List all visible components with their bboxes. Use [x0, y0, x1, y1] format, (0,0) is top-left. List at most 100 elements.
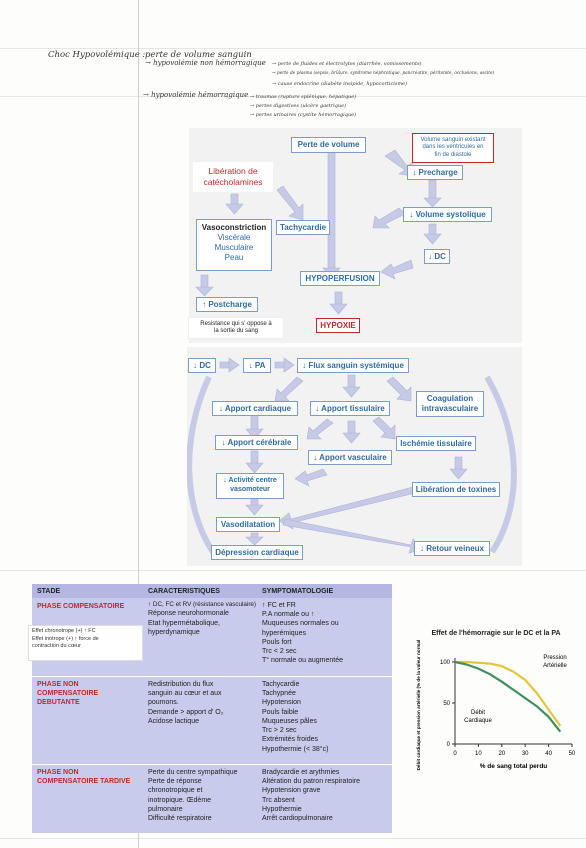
row-1-symp-5: Pouls fort: [262, 638, 292, 646]
annotation-cardiaque: Cardiaque: [464, 718, 492, 724]
box-apport-cardiaque: ↓ Apport cardiaque: [212, 401, 298, 416]
box-volume-systolique: ↓ Volume systolique: [403, 207, 492, 222]
x-tick-label: 50: [569, 751, 576, 757]
row-3-symptomatologie: Bradycardie et arythmies Altération du p…: [262, 768, 390, 823]
annotation-arterielle: Artérielle: [543, 663, 567, 669]
row-1-symp-6: Trc < 2 sec: [262, 648, 297, 656]
row-3-symp-5: Hypothermie: [262, 805, 302, 813]
activite-line-1: ↓ Activité centre: [223, 477, 277, 485]
box-tachycardie: Tachycardie: [276, 220, 330, 235]
row-1-char-1: ↑ DC, FC et RV (résistance vasculaire): [148, 601, 257, 608]
box-ischemie: Ischémie tissulaire: [396, 436, 476, 451]
x-tick-label: 0: [453, 751, 457, 757]
notes-title: Choc Hypovolémique :: [48, 50, 146, 60]
row-2-symp-7: Extrémités froides: [262, 736, 319, 744]
box-retour-veineux: ↓ Retour veineux: [414, 541, 490, 556]
notes-h-1: → traumas (rupture splénique, hépatique): [250, 94, 357, 100]
box-hypoxie: HYPOXIE: [316, 318, 360, 333]
row-2-symp-5: Muqueuses pâles: [262, 717, 317, 725]
stage-1: PHASE COMPENSATOIRE: [37, 603, 125, 610]
row-1-symptomatologie: ↑ FC et FR P.A normale ou ↑ Muqueuses no…: [262, 601, 390, 666]
stage-3-line-1: PHASE NON: [37, 769, 79, 776]
notes-h-2: → pertes digestives (ulcère gastrique): [250, 103, 347, 109]
box-depression-cardiaque: Dépression cardiaque: [211, 545, 303, 560]
row-1-char-3: Etat hypermétabolique,: [148, 619, 220, 627]
notes-nh-3: → cause endocrine (diabète insipide, hyp…: [272, 81, 408, 87]
notes-hypo-hemo: → hypovolémie hémorragique: [143, 91, 249, 99]
row-2-char-1: Redistribution du flux: [148, 681, 214, 688]
notes-definition: perte de volume sanguin: [145, 50, 252, 60]
row-1-symp-1: ↑ FC et FR: [262, 602, 296, 609]
vaso-peau: Peau: [224, 253, 244, 262]
series-line-1: [455, 660, 562, 727]
stage-3: PHASE NON COMPENSATOIRE TARDIVE: [37, 768, 130, 786]
volume-note-line-2: dans les ventricules en: [422, 144, 484, 151]
stage-3-line-2: COMPENSATOIRE TARDIVE: [37, 778, 131, 786]
row-3-caracteristiques: Perte du centre sympathique Perte de rép…: [148, 768, 260, 823]
row-2-char-5: Acidose lactique: [148, 717, 199, 725]
box-postcharge: ↑ Postcharge: [196, 297, 258, 312]
header-stade: STADE: [37, 588, 61, 595]
x-axis-label: % de sang total perdu: [480, 763, 548, 770]
row-3-char-3: chronotropique et: [148, 787, 203, 795]
chart-title: Effet de l'hémorragie sur le DC et la PA: [431, 630, 561, 637]
row-1-symp-4: hyperémiques: [262, 629, 306, 637]
table-header: [32, 584, 392, 598]
annotation-debit: Débit: [471, 710, 485, 716]
row-1-char-4: hyperdynamique: [148, 628, 200, 636]
row-2-caracteristiques: Redistribution du flux sanguin au cœur e…: [148, 680, 260, 726]
box-vasodilatation: Vasodilatation: [216, 517, 280, 532]
notes-nh-2: → perte de plasma (sepsis, brûlure, synd…: [272, 71, 495, 76]
annotation-pression: Pression: [543, 655, 566, 661]
row-1-symp-2: P.A normale ou ↑: [262, 611, 315, 619]
row-1-caracteristiques: ↑ DC, FC et RV (résistance vasculaire) R…: [148, 601, 260, 637]
row-3-symp-2: Altération du patron respiratoire: [262, 778, 361, 786]
notebook-margin: [138, 0, 139, 848]
box-volume-note: Volume sanguin existant dans les ventric…: [412, 133, 494, 163]
flowchart-2-arrows: [187, 357, 517, 554]
box-apport-tissulaire: ↓ Apport tissulaire: [310, 401, 390, 416]
row-1-char-2: Réponse neurohormonale: [148, 610, 229, 618]
row-3-char-6: Difficulté respiratoire: [148, 815, 212, 823]
box-activite-vasomoteur: ↓ Activité centre vasomoteur: [216, 473, 284, 499]
row-2-char-3: poumons.: [148, 699, 179, 707]
box-liberation-toxines: Libération de toxines: [412, 482, 500, 497]
row-3-symp-4: Trc absent: [262, 796, 295, 804]
effect-note: Effet chronotrope (+) ↑ FC Effet inotrop…: [28, 625, 143, 661]
volume-note-line-1: Volume sanguin existant: [420, 136, 486, 143]
row-2-char-2: sanguin au cœur et aux: [148, 690, 222, 698]
resistance-line-2: la sortie du sang: [213, 328, 259, 334]
row-2-symp-4: Pouls faible: [262, 708, 299, 716]
row-3-symp-1: Bradycardie et arythmies: [262, 769, 340, 776]
note-line-3: contraction du cœur: [32, 643, 81, 650]
box-liberation-catecholamines: Libération de catécholamines: [193, 162, 273, 192]
vasoconstriction-title: Vasoconstriction: [201, 223, 267, 232]
box-pa: ↓ PA: [243, 358, 271, 373]
row-2-symp-6: Trc > 2 sec: [262, 727, 297, 735]
series-line-2: [454, 660, 562, 733]
note-line-2: Effet inotrope (+) ↑ force de: [32, 635, 99, 642]
stage-2-line-1: PHASE NON: [37, 681, 79, 688]
notes-hypo-non-hemo: → hypovolémie non hémorragique: [145, 59, 266, 67]
box-flux-sanguin: ↓ Flux sanguin systémique: [297, 358, 409, 373]
row-3-symp-6: Arrêt cardiopulmonaire: [262, 815, 333, 823]
stage-2: PHASE NON COMPENSATOIRE DEBUTANTE: [37, 680, 98, 708]
x-tick-label: 30: [522, 751, 529, 757]
row-2-symp-1: Tachycardie: [262, 681, 300, 688]
row-1-symp-3: Muqueuses normales ou: [262, 620, 339, 628]
row-2-symp-2: Tachypnée: [262, 690, 296, 698]
box-dc: ↓ DC: [424, 249, 450, 264]
row-3-symp-3: Hypotension grave: [262, 787, 321, 795]
row-divider-2: [32, 764, 392, 765]
y-tick-label: 50: [443, 701, 450, 707]
header-symptomatologie: SYMPTOMATOLOGIE: [262, 588, 334, 595]
liberation-line-2: catécholamines: [203, 177, 263, 187]
notes-h-3: → pertes urinaires (cystite hémorragique…: [250, 112, 357, 118]
box-apport-cerebral: ↓ Apport cérébrale: [215, 435, 298, 450]
row-2-symptomatologie: Tachycardie Tachypnée Hypotension Pouls …: [262, 680, 390, 754]
row-2-char-4: Demande > apport d' O₂: [148, 708, 224, 716]
row-3-char-5: pulmonaire: [148, 805, 183, 813]
row-3-char-2: Perte de réponse: [148, 778, 202, 786]
row-2-symp-8: Hypothermie (< 38°c): [262, 745, 329, 753]
